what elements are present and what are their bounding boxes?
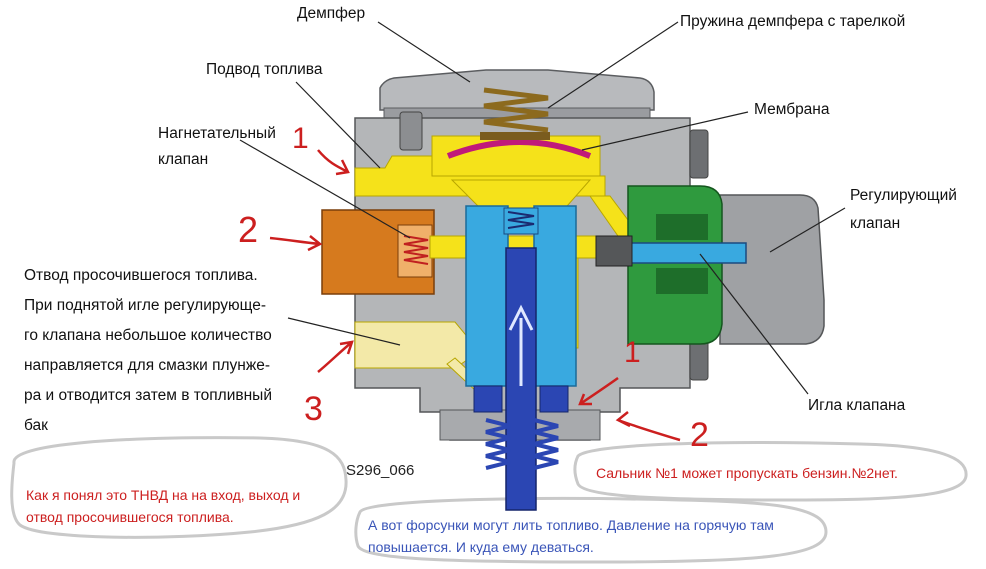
seal-right [539, 385, 569, 413]
note-left-line-1: Как я понял это ТНВД на на вход, выход и [26, 487, 301, 503]
label-leak-3: го клапана небольшое количество [24, 327, 272, 344]
regulating-valve-coil [656, 214, 708, 240]
cylinder-right [533, 205, 577, 387]
mark-2-right: 2 [690, 416, 709, 454]
figure-code: S296_066 [346, 462, 415, 479]
label-dampfer-spring: Пружина демпфера с тарелкой [680, 13, 906, 30]
label-leak-1: Отвод просочившегося топлива. [24, 267, 258, 284]
mark-3-left: 3 [304, 390, 323, 428]
mark-2-left: 2 [238, 209, 259, 250]
note-left-line-2: отвод просочившегося топлива. [26, 509, 234, 525]
valve-needle [629, 242, 747, 264]
label-regulating-valve-2: клапан [850, 215, 901, 232]
return-spring-left [485, 418, 511, 470]
damper-spring [483, 87, 549, 133]
mark-1-left: 1 [292, 122, 309, 155]
label-membrane: Мембрана [754, 101, 830, 118]
label-pressure-valve-2: клапан [158, 151, 209, 168]
inlet-valve-spring [507, 211, 535, 229]
leader-lines [239, 21, 846, 395]
bolt-right-top [689, 129, 709, 179]
note-right: Сальник №1 может пропускать бензин.№2нет… [596, 465, 898, 481]
label-leak-2: При поднятой игле регулирующе- [24, 297, 267, 314]
cylinder-left [465, 205, 509, 387]
label-leak-4: направляется для смазки плунже- [24, 357, 271, 374]
label-pressure-valve-1: Нагнетательный [158, 125, 276, 142]
regulating-valve-nozzle [595, 235, 633, 267]
label-leak-5: ра и отводится затем в топливный [24, 387, 272, 404]
return-spring-right [533, 418, 559, 470]
damper-cover [379, 69, 655, 111]
label-leak-6: бак [24, 417, 48, 434]
note-bubble-right [573, 441, 968, 502]
bolt-left [399, 111, 423, 151]
regulating-valve-coil-lower [656, 268, 708, 294]
label-fuel-supply: Подвод топлива [206, 61, 323, 78]
pressure-valve-spring [403, 235, 429, 265]
seal-left [473, 385, 503, 413]
label-regulating-valve-1: Регулирующий [850, 187, 957, 204]
mark-1-right: 1 [624, 336, 641, 369]
damper-plate [480, 132, 550, 140]
red-arrows [269, 149, 681, 442]
regulating-valve-housing [719, 194, 825, 345]
membrane [446, 139, 592, 159]
label-dampfer: Демпфер [297, 5, 366, 22]
note-bottom-line-1: А вот форсунки могут лить топливо. Давле… [368, 517, 774, 533]
piston-flow-arrow [508, 304, 534, 386]
note-bubble-left [10, 436, 348, 539]
label-valve-needle: Игла клапана [808, 397, 906, 414]
note-bottom-line-2: повышается. И куда ему деваться. [368, 539, 594, 555]
